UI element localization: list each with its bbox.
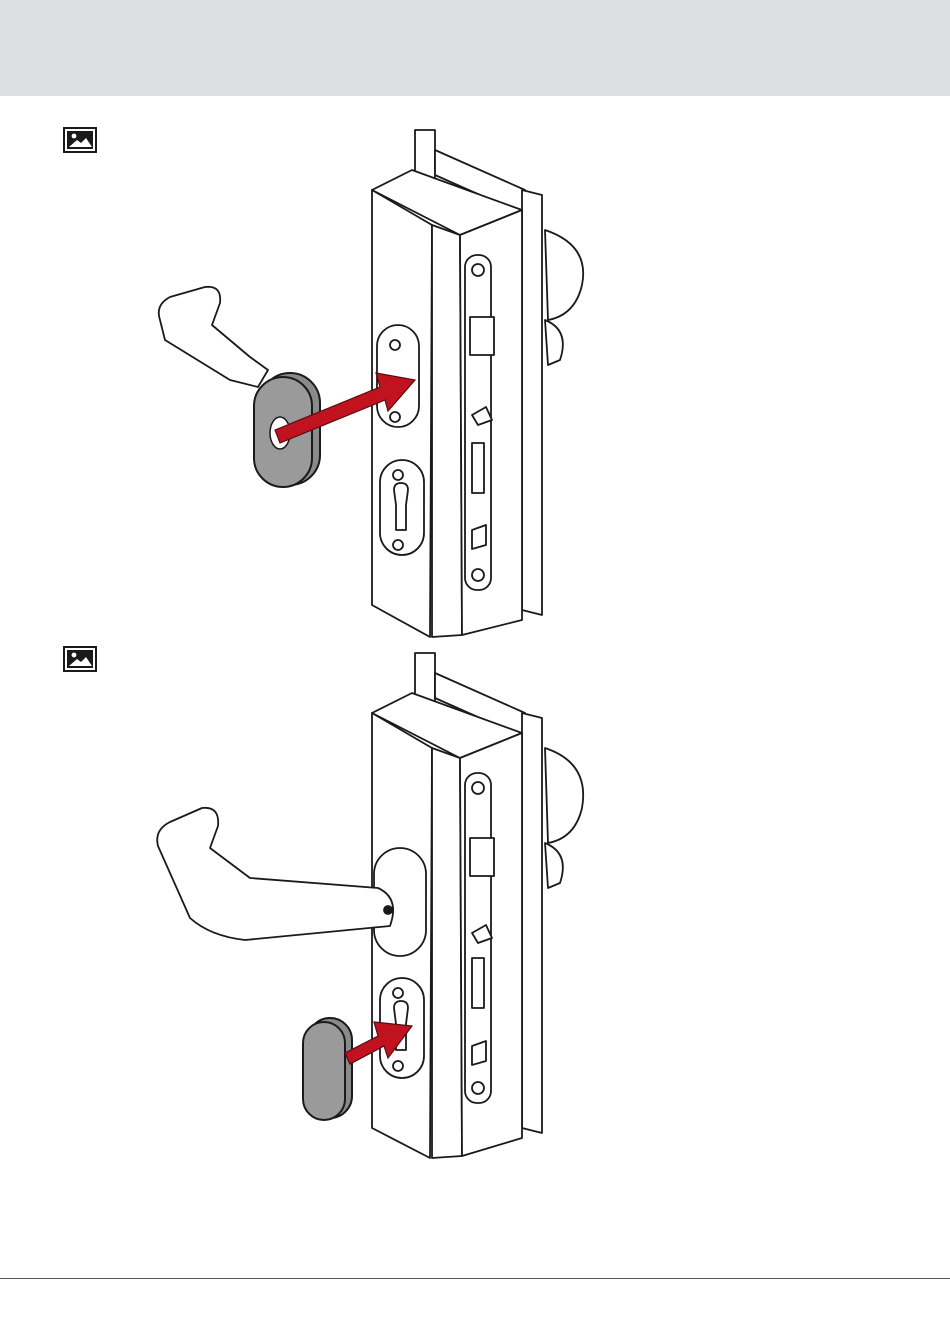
header-band [0, 0, 950, 96]
image-icon [63, 646, 97, 672]
mount-lever-rosette-illustration [150, 125, 600, 640]
footer-rule [0, 1278, 950, 1279]
cylinder-escutcheon-cap [303, 1018, 352, 1120]
mount-cylinder-cover-illustration [150, 648, 600, 1163]
image-icon [63, 127, 97, 153]
